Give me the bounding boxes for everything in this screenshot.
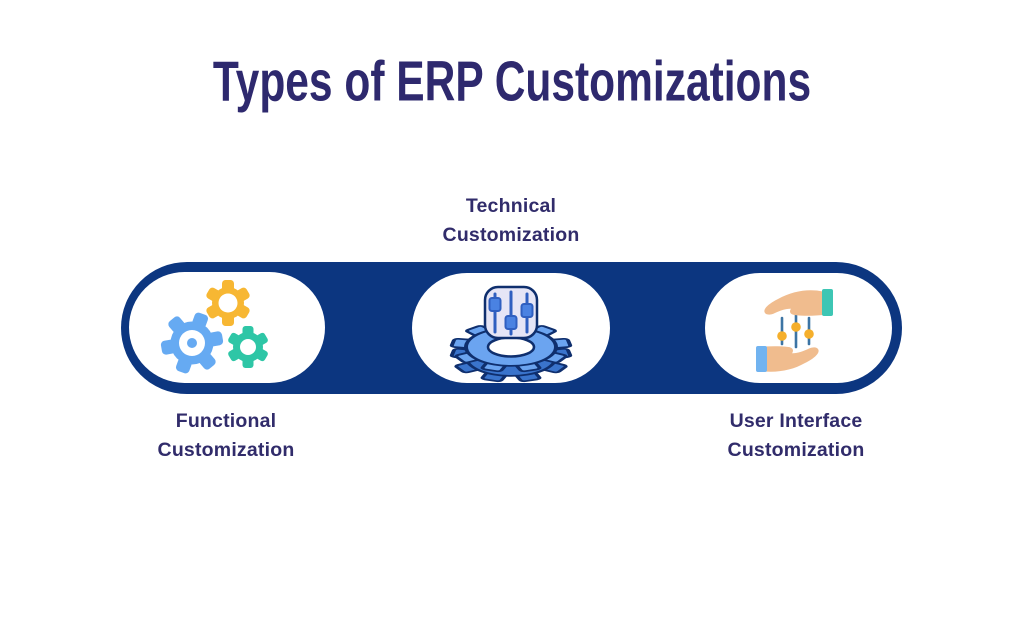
gear-control-panel-icon [449,285,573,383]
label-line-2: Customization [442,224,580,246]
page-title: Types of ERP Customizations [212,49,812,113]
card-technical-customization [412,273,610,383]
label-line-2: Customization [727,439,865,461]
hands-sliders-icon [756,289,833,372]
label-line-1: Functional [175,410,277,432]
label-technical-customization: Technical Customization [381,192,641,250]
pill-bar [121,262,902,394]
card-user-interface-customization [705,273,892,383]
card-functional-customization [129,272,325,383]
label-line-2: Customization [157,439,295,461]
label-line-1: Technical [465,195,557,217]
label-line-1: User Interface [729,410,863,432]
label-functional-customization: Functional Customization [96,407,356,465]
gears-icon [160,280,268,374]
label-user-interface-customization: User Interface Customization [646,407,946,465]
